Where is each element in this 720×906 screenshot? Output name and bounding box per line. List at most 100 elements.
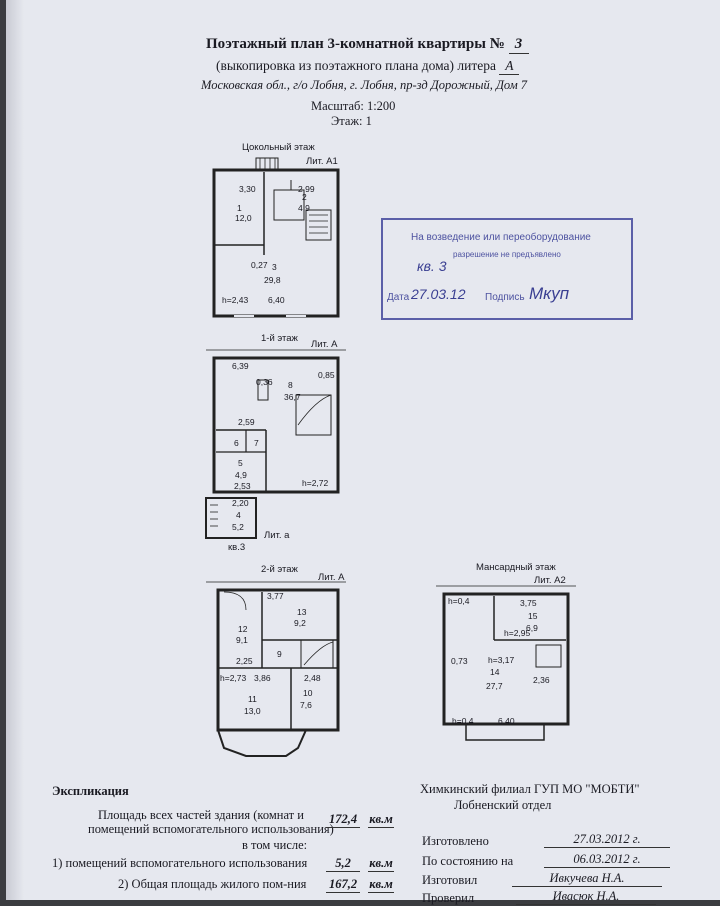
svg-text:4,9: 4,9 <box>235 470 247 480</box>
svg-text:7,6: 7,6 <box>300 700 312 710</box>
svg-text:1: 1 <box>237 203 242 213</box>
stamp-signature: Мкуп <box>529 284 570 303</box>
svg-text:6,40: 6,40 <box>498 716 515 726</box>
bureau-dept: Лобненский отдел <box>454 798 552 812</box>
svg-text:0,73: 0,73 <box>451 656 468 666</box>
svg-text:13: 13 <box>297 607 307 617</box>
stamp-date-value: 27.03.12 <box>411 286 466 302</box>
svg-text:4: 4 <box>236 510 241 520</box>
document-title: Поэтажный план 3-комнатной квартиры № 3 <box>206 36 529 54</box>
svg-text:4,9: 4,9 <box>298 203 310 213</box>
svg-text:h=0,4: h=0,4 <box>452 716 474 726</box>
attic-plan <box>436 585 576 741</box>
total-label-1: Площадь всех частей здания (комнат и <box>98 808 304 822</box>
svg-text:13,0: 13,0 <box>244 706 261 716</box>
stamp-date-label: Дата <box>387 292 410 303</box>
attic-title: Мансардный этаж <box>476 562 556 573</box>
svg-text:h=2,95: h=2,95 <box>504 628 531 638</box>
svg-text:7: 7 <box>254 438 259 448</box>
first-floor-title: 1-й этаж <box>261 333 299 344</box>
document-page: { "header": { "title_prefix": "Поэтажный… <box>6 0 720 905</box>
stamp-sign-label: Подпись <box>485 292 525 303</box>
svg-text:h=2,72: h=2,72 <box>302 478 329 488</box>
maker-value: Ивкучева Н.А. <box>512 871 662 887</box>
checker-value: Ивасюк Н.А. <box>516 889 656 905</box>
svg-text:9,2: 9,2 <box>294 618 306 628</box>
svg-text:0,85: 0,85 <box>318 370 335 380</box>
made-label: Изготовлено <box>422 834 489 848</box>
svg-text:3,30: 3,30 <box>239 184 256 194</box>
address: Московская обл., г/о Лобня, г. Лобня, пр… <box>201 78 528 92</box>
svg-text:2: 2 <box>302 192 307 202</box>
svg-text:14: 14 <box>490 667 500 677</box>
bureau-org: Химкинский филиал ГУП МО "МОБТИ" <box>420 782 640 796</box>
state-value: 06.03.2012 г. <box>544 852 670 868</box>
svg-text:12,0: 12,0 <box>235 213 252 223</box>
basement-lit: Лит. А1 <box>306 156 338 167</box>
svg-text:10: 10 <box>303 688 313 698</box>
stamp-line-2: разрешение не предъявлено <box>453 250 561 259</box>
aux-label: 1) помещений вспомогательного использова… <box>52 856 308 870</box>
svg-text:6,9: 6,9 <box>526 623 538 633</box>
annex-apt: кв.3 <box>228 542 245 553</box>
floor-plans-drawing: Цокольный этаж Лит. А1 1-й этаж Лит. А Л… <box>205 142 576 757</box>
including-label: в том числе: <box>242 838 308 852</box>
total-value: 172,4 <box>326 812 360 828</box>
svg-text:3,86: 3,86 <box>254 673 271 683</box>
svg-text:3: 3 <box>272 262 277 272</box>
aux-value: 5,2 <box>326 856 360 872</box>
total-unit: кв.м <box>368 812 394 828</box>
svg-text:0,27: 0,27 <box>251 260 268 270</box>
apartment-number: 3 <box>508 36 529 54</box>
second-floor-lit: Лит. А <box>318 572 345 583</box>
svg-text:8: 8 <box>288 380 293 390</box>
svg-text:h=3,17: h=3,17 <box>488 655 515 665</box>
made-value: 27.03.2012 г. <box>544 832 670 848</box>
approval-stamp: На возведение или переоборудование разре… <box>381 218 633 320</box>
svg-text:9: 9 <box>277 649 282 659</box>
svg-text:29,8: 29,8 <box>264 275 281 285</box>
svg-text:15: 15 <box>528 611 538 621</box>
state-label: По состоянию на <box>422 854 514 868</box>
svg-text:36,7: 36,7 <box>284 392 301 402</box>
svg-text:2,48: 2,48 <box>304 673 321 683</box>
svg-text:2,20: 2,20 <box>232 498 249 508</box>
basement-plan <box>212 157 340 318</box>
svg-text:2,25: 2,25 <box>236 656 253 666</box>
stamp-handwritten-apt: кв. 3 <box>417 258 447 274</box>
svg-text:6: 6 <box>234 438 239 448</box>
living-label: 2) Общая площадь жилого пом-ния <box>118 877 307 891</box>
svg-text:3,77: 3,77 <box>267 591 284 601</box>
annex-lit: Лит. а <box>264 530 290 541</box>
total-label-2: помещений вспомогательного использования… <box>88 822 334 836</box>
svg-text:2,53: 2,53 <box>234 481 251 491</box>
scale: Масштаб: 1:200 <box>311 99 396 113</box>
svg-text:2,36: 2,36 <box>533 675 550 685</box>
litera-letter: А <box>499 58 520 75</box>
maker-label: Изготовил <box>422 873 478 887</box>
svg-text:3,75: 3,75 <box>520 598 537 608</box>
floor-label: Этаж: 1 <box>331 114 372 128</box>
svg-text:0,36: 0,36 <box>256 377 273 387</box>
svg-text:6,40: 6,40 <box>268 295 285 305</box>
document-subtitle: (выкопировка из поэтажного плана дома) л… <box>216 58 520 75</box>
svg-text:5,2: 5,2 <box>232 522 244 532</box>
aux-unit: кв.м <box>368 856 394 872</box>
living-unit: кв.м <box>368 877 394 893</box>
svg-text:h=2,73: h=2,73 <box>220 673 247 683</box>
second-floor-plan <box>206 581 346 757</box>
basement-title: Цокольный этаж <box>242 142 315 153</box>
svg-text:6,39: 6,39 <box>232 361 249 371</box>
checker-label: Проверил <box>422 891 475 905</box>
svg-text:2,59: 2,59 <box>238 417 255 427</box>
explication-heading: Экспликация <box>52 784 129 798</box>
first-floor-plan <box>205 349 346 539</box>
attic-lit: Лит. А2 <box>534 575 566 586</box>
svg-text:27,7: 27,7 <box>486 681 503 691</box>
stamp-line-1: На возведение или переоборудование <box>411 232 591 243</box>
svg-text:12: 12 <box>238 624 248 634</box>
svg-text:h=2,43: h=2,43 <box>222 295 249 305</box>
living-value: 167,2 <box>326 877 360 893</box>
svg-text:11: 11 <box>248 694 257 704</box>
